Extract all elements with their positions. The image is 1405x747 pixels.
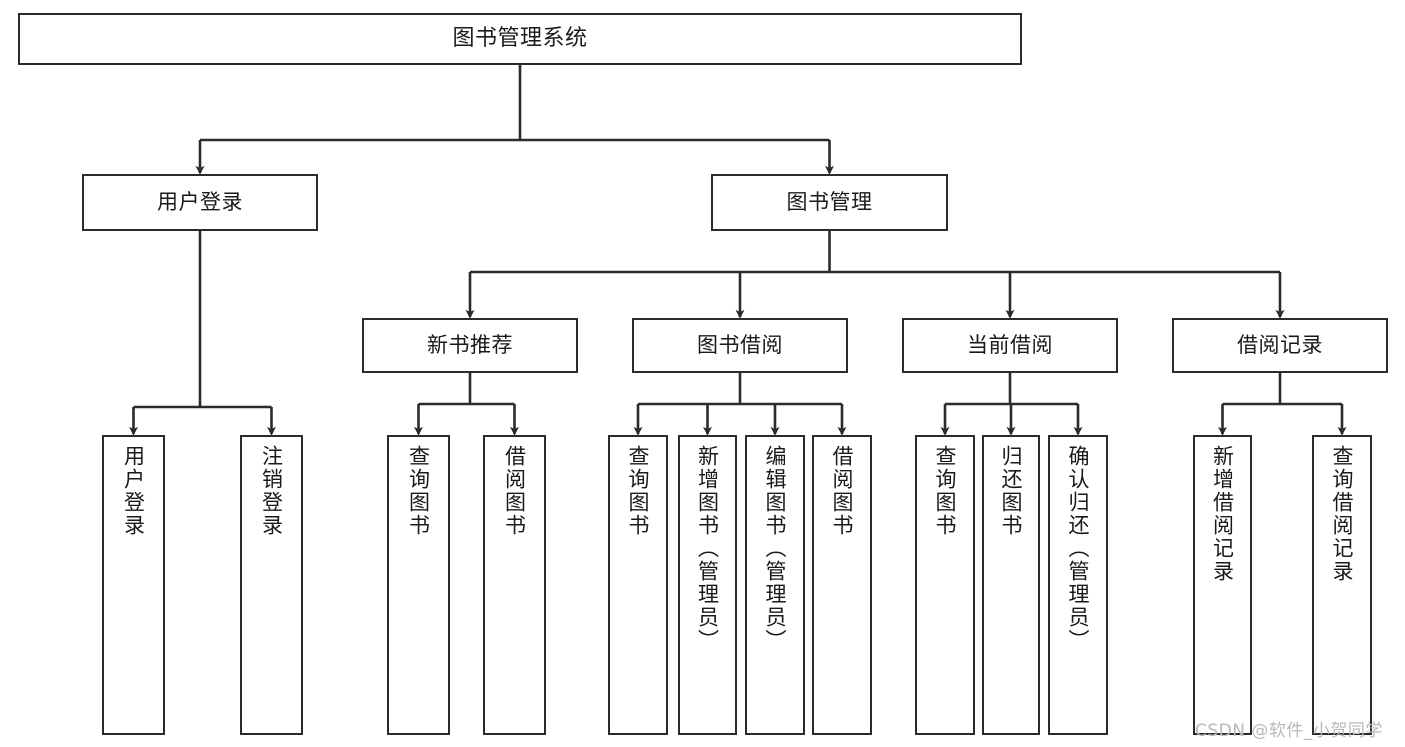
node-label-leaf-query-book-1: 查询图书 <box>406 445 431 537</box>
node-leaf-user-logout[interactable]: 注销登录 <box>240 435 303 735</box>
node-label-leaf-user-login: 用户登录 <box>121 445 146 537</box>
node-leaf-return-book[interactable]: 归还图书 <box>982 435 1040 735</box>
node-book-manage[interactable]: 图书管理 <box>711 174 948 231</box>
node-leaf-add-record[interactable]: 新增借阅记录 <box>1193 435 1252 735</box>
node-label-leaf-confirm-return: 确认归还（管理员） <box>1066 445 1091 652</box>
node-leaf-query-book-2[interactable]: 查询图书 <box>608 435 668 735</box>
node-label-leaf-borrow-book-2: 借阅图书 <box>830 445 855 537</box>
node-leaf-confirm-return[interactable]: 确认归还（管理员） <box>1048 435 1108 735</box>
node-leaf-add-book[interactable]: 新增图书（管理员） <box>678 435 737 735</box>
node-leaf-edit-book[interactable]: 编辑图书（管理员） <box>745 435 805 735</box>
node-leaf-query-book-3[interactable]: 查询图书 <box>915 435 975 735</box>
node-label-new-book-rec: 新书推荐 <box>427 333 513 358</box>
node-root[interactable]: 图书管理系统 <box>18 13 1022 65</box>
node-label-leaf-add-record: 新增借阅记录 <box>1210 445 1235 583</box>
node-label-borrow-record: 借阅记录 <box>1237 333 1323 358</box>
node-leaf-query-record[interactable]: 查询借阅记录 <box>1312 435 1372 735</box>
node-book-borrow[interactable]: 图书借阅 <box>632 318 848 373</box>
node-current-borrow[interactable]: 当前借阅 <box>902 318 1118 373</box>
node-label-book-borrow: 图书借阅 <box>697 333 783 358</box>
node-label-leaf-edit-book: 编辑图书（管理员） <box>763 445 788 652</box>
node-leaf-borrow-book-2[interactable]: 借阅图书 <box>812 435 872 735</box>
node-label-leaf-query-book-2: 查询图书 <box>626 445 651 537</box>
node-label-leaf-borrow-book-1: 借阅图书 <box>502 445 527 537</box>
node-label-leaf-query-record: 查询借阅记录 <box>1330 445 1355 583</box>
node-leaf-query-book-1[interactable]: 查询图书 <box>387 435 450 735</box>
node-label-leaf-return-book: 归还图书 <box>999 445 1024 537</box>
node-user-login[interactable]: 用户登录 <box>82 174 318 231</box>
node-label-leaf-query-book-3: 查询图书 <box>933 445 958 537</box>
edges-group <box>129 65 1347 436</box>
node-label-leaf-user-logout: 注销登录 <box>259 445 284 537</box>
node-label-book-manage: 图书管理 <box>786 190 873 215</box>
node-leaf-borrow-book-1[interactable]: 借阅图书 <box>483 435 546 735</box>
node-new-book-rec[interactable]: 新书推荐 <box>362 318 578 373</box>
node-leaf-user-login[interactable]: 用户登录 <box>102 435 165 735</box>
node-label-current-borrow: 当前借阅 <box>967 333 1053 358</box>
watermark-label: CSDN @软件_小贺同学 <box>1195 721 1383 741</box>
node-label-root: 图书管理系统 <box>452 26 588 52</box>
node-label-leaf-add-book: 新增图书（管理员） <box>695 445 720 652</box>
node-borrow-record[interactable]: 借阅记录 <box>1172 318 1388 373</box>
node-label-user-login: 用户登录 <box>157 190 243 215</box>
